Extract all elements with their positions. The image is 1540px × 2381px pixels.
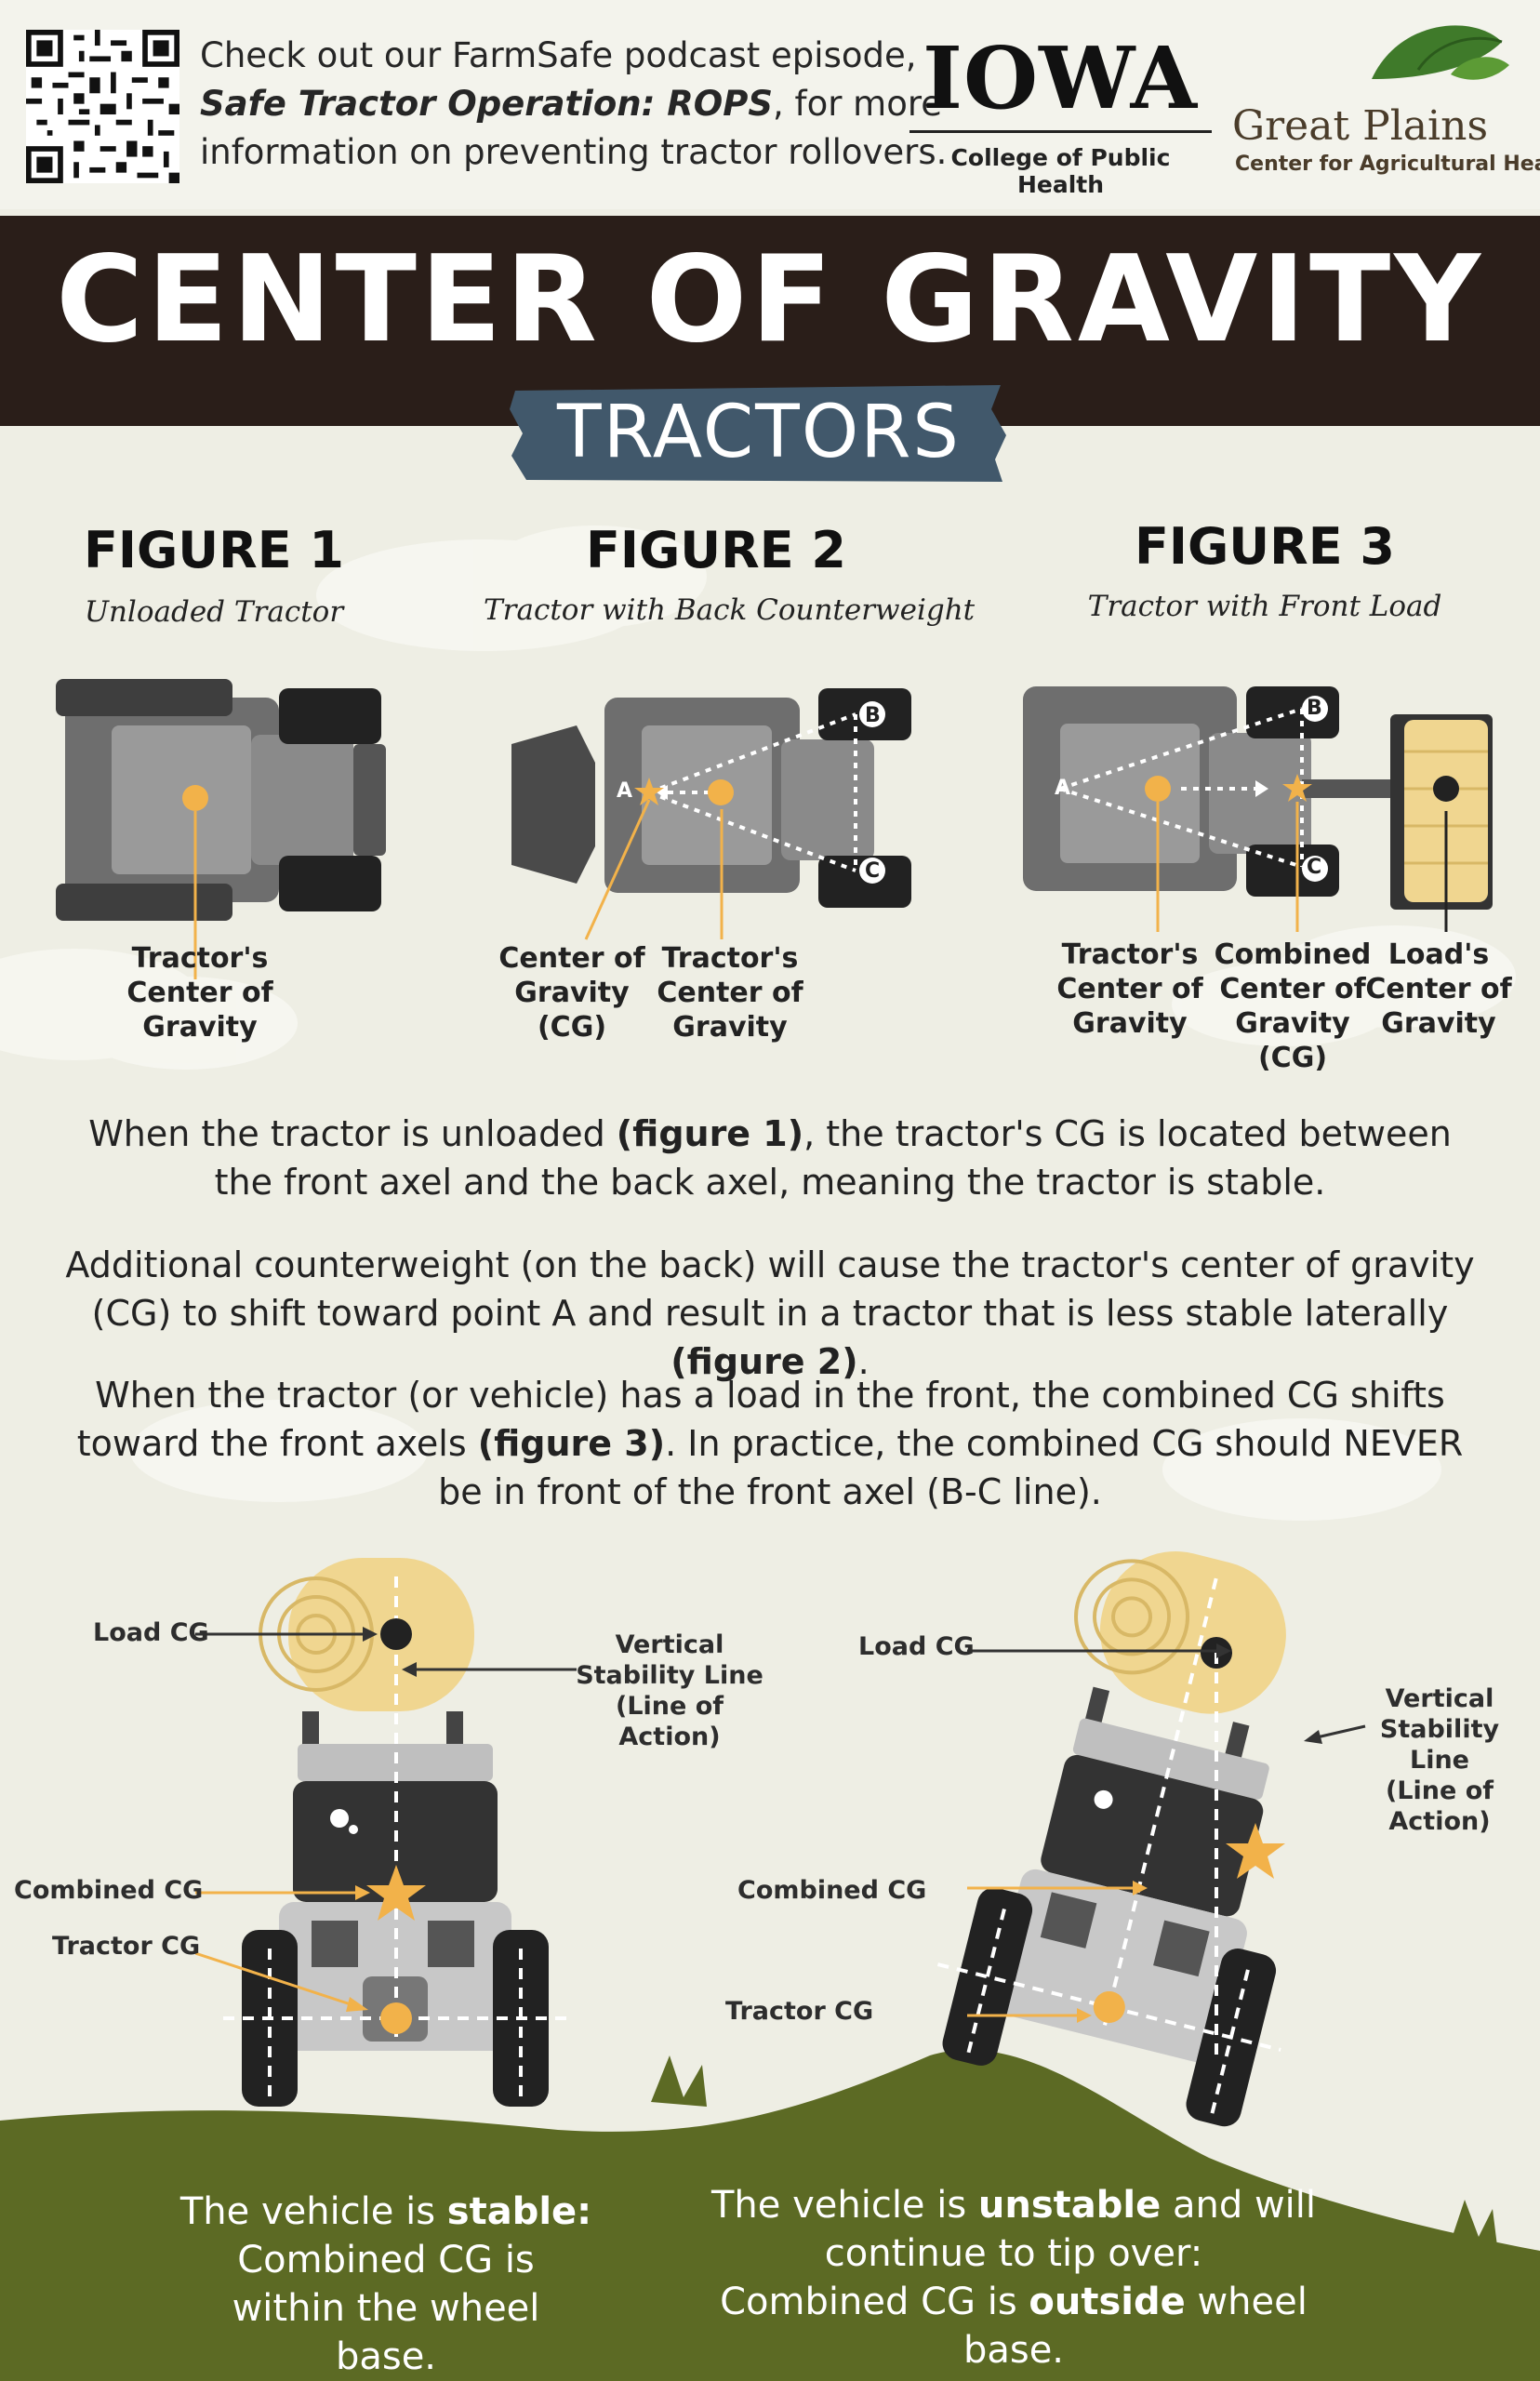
promo-line-2: Safe Tractor Operation: ROPS, for more: [200, 84, 942, 124]
unstable-caption-text-a: The vehicle is: [710, 2184, 978, 2227]
paragraph-3-figure-ref: (figure 3): [477, 1423, 666, 1464]
unstable-caption-outside: outside: [1029, 2281, 1186, 2323]
paragraph-counterweight: Additional counterweight (on the back) w…: [56, 1241, 1484, 1386]
figure-3-point-b: B: [1307, 697, 1322, 720]
paragraph-1-text-a: When the tractor is unloaded: [88, 1113, 617, 1154]
paragraph-1-figure-ref: (figure 1): [616, 1113, 804, 1154]
figure-3-tractor-illustration: [1023, 686, 1493, 910]
unstable-caption-text-c: Combined CG is: [720, 2281, 1029, 2323]
stable-label-load-cg: Load CG: [93, 1618, 209, 1647]
figure-3-label-combined-cg: Combined Center of Gravity (CG): [1214, 938, 1372, 1074]
figure-2-point-c: C: [865, 859, 881, 883]
figure-3-pointer-lines: [1156, 802, 1448, 932]
figure-2-point-b: B: [865, 704, 881, 727]
stable-caption-text-b: Combined CG is within the wheel base.: [232, 2239, 540, 2378]
promo-line-2-rest: , for more: [773, 84, 943, 124]
figure-1-label-tractor-cg: Tractor's Center of Gravity: [126, 942, 273, 1044]
unstable-caption-emphasis: unstable: [977, 2184, 1162, 2227]
great-plains-logo-name: Great Plains: [1232, 102, 1489, 150]
qr-code-icon[interactable]: [26, 30, 179, 183]
paragraph-1-text-b: , the tractor's CG is located between th…: [214, 1113, 1452, 1203]
figure-2-point-a: A: [617, 779, 633, 803]
paragraph-front-load: When the tractor (or vehicle) has a load…: [56, 1371, 1484, 1516]
figure-2-label-combined-cg: Center of Gravity (CG): [498, 942, 645, 1044]
figure-3-point-a: A: [1055, 777, 1071, 800]
stable-caption-text-a: The vehicle is: [179, 2190, 447, 2233]
unstable-tractor-illustration: [936, 1551, 1286, 2127]
page-title: CENTER OF GRAVITY: [56, 231, 1484, 369]
stable-label-tractor-cg: Tractor CG: [52, 1932, 201, 1961]
figure-3-caption: Tractor with Front Load: [1087, 590, 1442, 623]
figure-3-label-load-cg: Load's Center of Gravity: [1365, 938, 1512, 1040]
paragraph-2-figure-ref: (figure 2): [670, 1341, 858, 1382]
unstable-label-vertical-line: Vertical Stability Line (Line of Action): [1379, 1684, 1500, 1836]
unstable-pointer-arrows: [967, 1643, 1231, 2023]
unstable-label-combined-cg: Combined CG: [737, 1876, 927, 1905]
promo-line-1: Check out our FarmSafe podcast episode,: [200, 35, 917, 75]
paragraph-3-text-b: . In practice, the combined CG should NE…: [438, 1423, 1464, 1512]
unstable-label-load-cg: Load CG: [858, 1632, 975, 1661]
stable-label-combined-cg: Combined CG: [14, 1876, 204, 1905]
podcast-episode-title[interactable]: Safe Tractor Operation: ROPS: [200, 84, 774, 124]
paragraph-unloaded: When the tractor is unloaded (figure 1),…: [56, 1110, 1484, 1206]
figure-2-label-tractor-cg: Tractor's Center of Gravity: [657, 942, 803, 1044]
subtitle-brush-background: [510, 385, 1006, 482]
stable-caption-emphasis: stable:: [446, 2190, 592, 2233]
figure-1-caption: Unloaded Tractor: [84, 595, 344, 629]
unstable-caption-text-b: and will continue to tip over:: [824, 2184, 1317, 2275]
paragraph-2-text-b: .: [857, 1341, 870, 1382]
unstable-label-tractor-cg: Tractor CG: [725, 1997, 874, 2026]
iowa-logo-subtitle: College of Public Health: [950, 144, 1171, 198]
promo-line-3: information on preventing tractor rollov…: [200, 132, 948, 172]
background-clouds: [0, 525, 1516, 1521]
unstable-caption-text-d: wheel base.: [962, 2281, 1308, 2372]
stable-label-vertical-line: Vertical Stability Line (Line of Action): [576, 1630, 763, 1751]
figure-2-caption: Tractor with Back Counterweight: [484, 593, 976, 627]
great-plains-logo-subtitle: Center for Agricultural Health: [1235, 153, 1540, 176]
header: [0, 0, 1540, 209]
figure-3-label-tractor-cg: Tractor's Center of Gravity: [1056, 938, 1203, 1040]
unstable-line-arrow: [1304, 1724, 1366, 1744]
grass-hill: [0, 2050, 1540, 2381]
stable-line-arrow: [402, 1662, 577, 1677]
figure-2-pointer-lines: [584, 800, 724, 940]
paragraph-3-text-a: When the tractor (or vehicle) has a load…: [76, 1375, 1445, 1464]
figure-1-tractor-cg-marker: [182, 785, 208, 979]
figure-3-point-c: C: [1307, 856, 1322, 879]
paragraph-2-text-a: Additional counterweight (on the back) w…: [65, 1244, 1475, 1334]
figure-1-tractor-illustration: [56, 679, 386, 921]
page-subtitle: TRACTORS: [557, 391, 961, 474]
figure-1-title: FIGURE 1: [84, 521, 344, 579]
figure-3-title: FIGURE 3: [1135, 517, 1395, 576]
leaf-logo-icon: [1372, 25, 1509, 80]
stable-pointer-arrows: [195, 1627, 378, 2012]
iowa-logo-rule: [909, 130, 1212, 133]
unstable-caption: The vehicle is unstable and will continu…: [688, 2181, 1339, 2374]
iowa-logo-title: IOWA: [923, 28, 1198, 128]
figure-2-tractor-illustration: [511, 688, 911, 908]
figure-2-title: FIGURE 2: [586, 521, 846, 579]
stable-caption: The vehicle is stable: Combined CG is wit…: [177, 2188, 595, 2381]
